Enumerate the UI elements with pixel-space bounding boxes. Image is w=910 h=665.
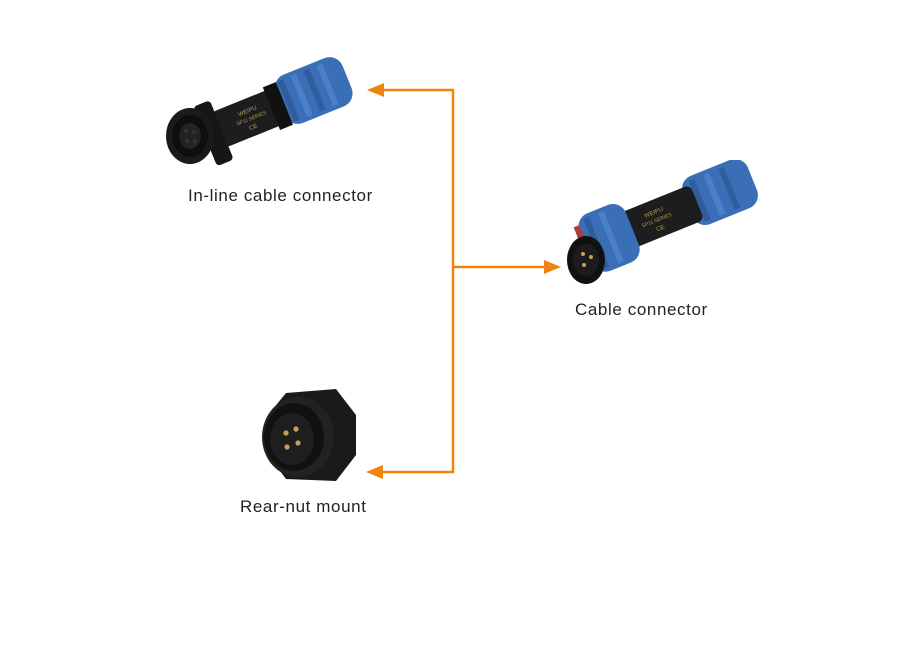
arrow-left-top-icon xyxy=(367,83,384,97)
arrow-left-bottom-icon xyxy=(366,465,383,479)
rear-nut-mount-image xyxy=(256,385,366,485)
arrow-right-icon xyxy=(544,260,561,274)
cable-connector-image: WEIPU SP11 SERIES CE xyxy=(562,160,772,290)
inline-connector-label: In-line cable connector xyxy=(188,186,373,205)
branch-line xyxy=(381,88,455,474)
svg-text:CE: CE xyxy=(248,123,258,132)
cable-connector-label: Cable connector xyxy=(575,300,708,319)
svg-text:CE: CE xyxy=(656,225,666,234)
inline-connector-image: WEIPU SP11 SERIES CE xyxy=(160,52,360,172)
rear-nut-mount-label: Rear-nut mount xyxy=(240,497,367,516)
